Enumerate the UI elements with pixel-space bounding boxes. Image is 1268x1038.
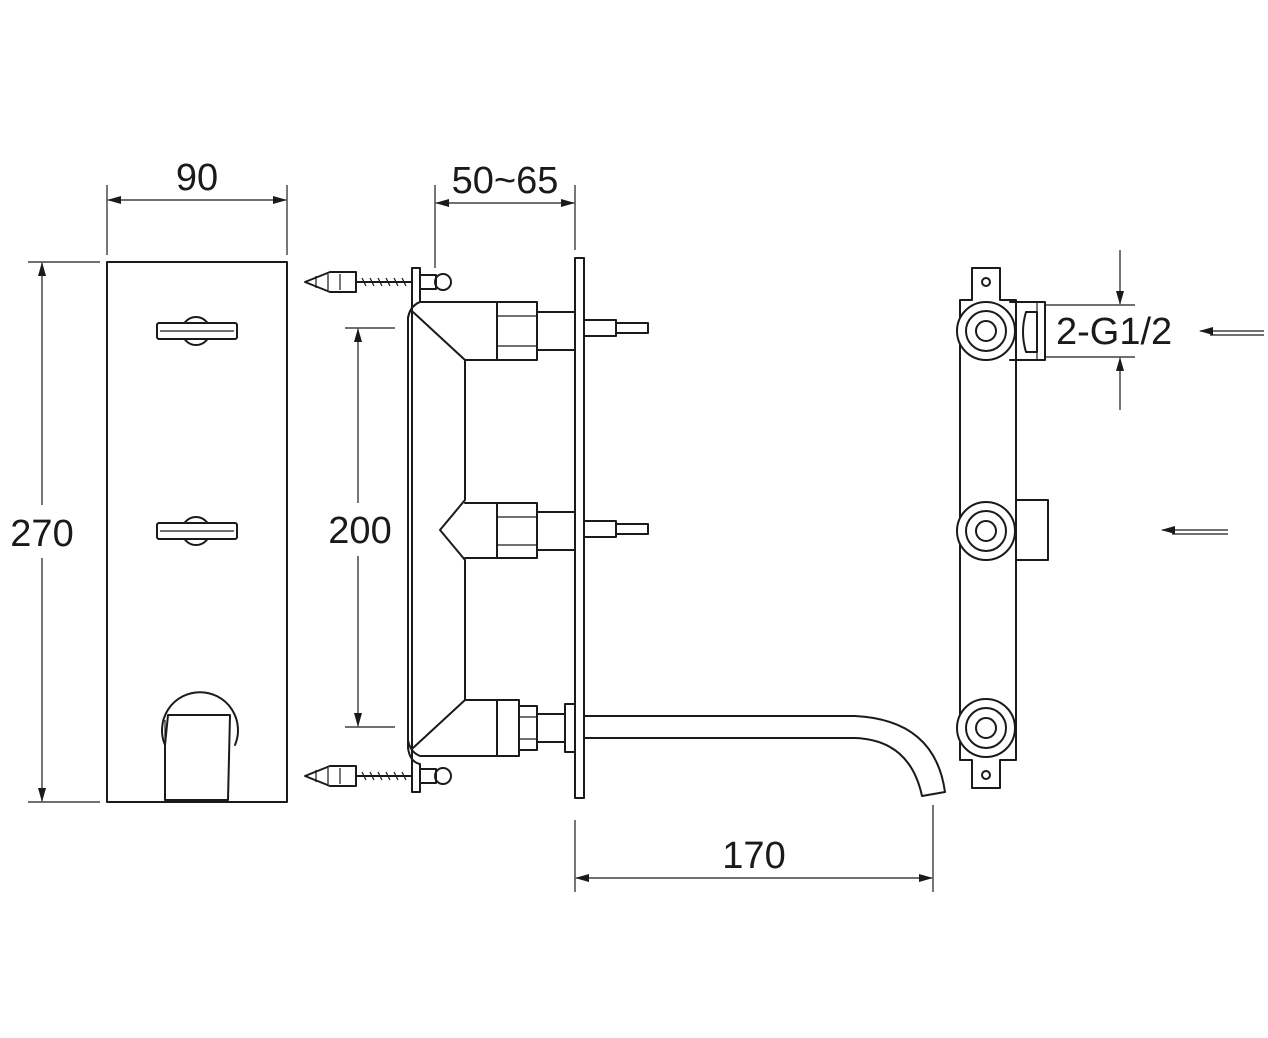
- dimension-depth: 50~65: [434, 160, 576, 268]
- dimension-height-label: 270: [10, 513, 73, 555]
- cartridge-middle: [464, 502, 649, 559]
- dimension-spacing-label: 200: [328, 510, 391, 552]
- anchor-bottom: [304, 765, 452, 787]
- spout-front: [161, 691, 239, 801]
- anchor-top: [304, 271, 452, 293]
- valve-body: [407, 301, 498, 757]
- rear-view: [956, 267, 1049, 789]
- inlet-thread-boss: [1009, 301, 1046, 361]
- middle-boss: [1015, 499, 1049, 561]
- dimension-reach-label: 170: [722, 835, 785, 877]
- outlet-arrow: [1161, 526, 1228, 535]
- inlet-arrow: [1199, 327, 1264, 336]
- outlet-port-middle: [956, 501, 1016, 561]
- outlet-port-bottom: [956, 698, 1016, 758]
- rear-body: [959, 267, 1017, 789]
- dimension-width-label: 90: [176, 157, 218, 199]
- mounting-bracket: [407, 267, 421, 793]
- spout-connector: [496, 699, 576, 757]
- handle-middle: [156, 516, 238, 546]
- handle-top: [156, 316, 238, 346]
- dimension-height: 270: [10, 261, 100, 803]
- spout-side: [583, 715, 946, 797]
- dimension-reach: 170: [574, 805, 934, 892]
- inlet-port-top: [956, 301, 1016, 361]
- dimension-width: 90: [106, 157, 288, 255]
- front-view: [106, 261, 288, 803]
- wall-plate: [574, 257, 585, 799]
- cover-plate: [106, 261, 288, 803]
- dimension-spacing: 200: [328, 327, 395, 728]
- side-view: [304, 257, 946, 799]
- cartridge-top: [496, 301, 649, 361]
- dimension-thread: 2-G1/2: [1045, 250, 1172, 410]
- dimension-depth-label: 50~65: [452, 160, 559, 202]
- dimension-thread-label: 2-G1/2: [1056, 311, 1172, 353]
